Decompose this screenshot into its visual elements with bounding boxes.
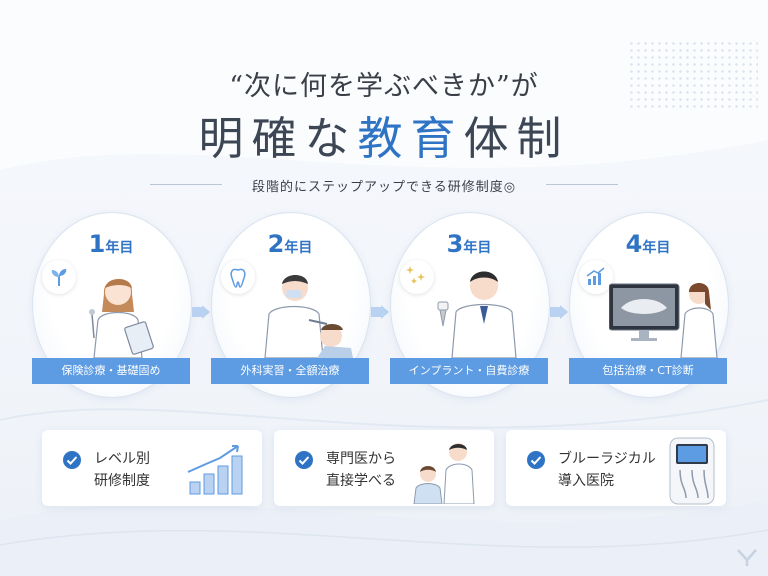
subtitle-divider-right [546,184,618,185]
step-year-2: 2年目 外科実習・全額治療 [211,212,371,398]
feature-text: 専門医から直接学べる [326,451,396,489]
step-year-label: 2年目 [267,230,313,258]
title-part-1: 明確 [198,112,305,165]
growth-chart-icon [579,260,613,294]
step-year-label: 3年目 [446,230,492,258]
mentor-illustration [413,443,475,504]
dentist-illustration [264,275,353,358]
step-label-band: 保険診療・基礎固め [32,358,190,384]
headline: “次に何を学ぶべきか”が [229,71,539,102]
check-circle-icon [63,451,81,469]
step-year-1: 1年目 保険診療・基礎固め [32,212,192,398]
feature-card-level-training: レベル別研修制度 [42,430,262,506]
step-label-band: 外科実習・全額治療 [211,358,369,384]
subtitle-divider-left [150,184,222,185]
feature-text: レベル別研修制度 [94,451,150,489]
page-title: 明確な教育体制 [0,102,768,167]
feature-card-specialist-learning: 専門医から直接学べる [274,430,494,506]
implant-icon [400,260,434,294]
dental-assistant-illustration [89,279,154,358]
feature-text: ブルーラジカル導入医院 [558,451,656,489]
step-year-3: 3年目 インプラント・自費診療 [390,212,550,398]
check-circle-icon [295,451,313,469]
ct-scan-monitor-illustration [609,283,718,358]
step-label-band: インプラント・自費診療 [390,358,548,384]
step-label-band: 包括治療・CT診断 [569,358,727,384]
feature-card-blue-radical: ブルーラジカル導入医院 [506,430,726,506]
step-year-4: 4年目 包括治療・CT診断 [569,212,729,398]
bar-chart-icon [187,445,243,495]
step-year-label: 1年目 [88,230,134,258]
decorative-dots [628,40,758,110]
blue-radical-device-illustration [669,437,715,505]
title-part-3: 教育 [357,112,464,165]
title-part-4: 体制 [463,112,570,165]
arrow-right-icon [550,305,568,319]
sprout-icon [42,260,76,294]
title-part-2: な [304,112,358,165]
subtitle: 段階的にステップアップできる研修制度◎ [251,180,517,195]
arrow-right-icon [192,305,210,319]
subtitle-row: 段階的にステップアップできる研修制度◎ [150,176,618,195]
check-circle-icon [527,451,545,469]
tooth-icon [221,260,255,294]
arrow-right-icon [371,305,389,319]
step-year-label: 4年目 [625,230,671,258]
brand-mark-icon [737,549,757,566]
doctor-with-implant-illustration [437,271,517,358]
